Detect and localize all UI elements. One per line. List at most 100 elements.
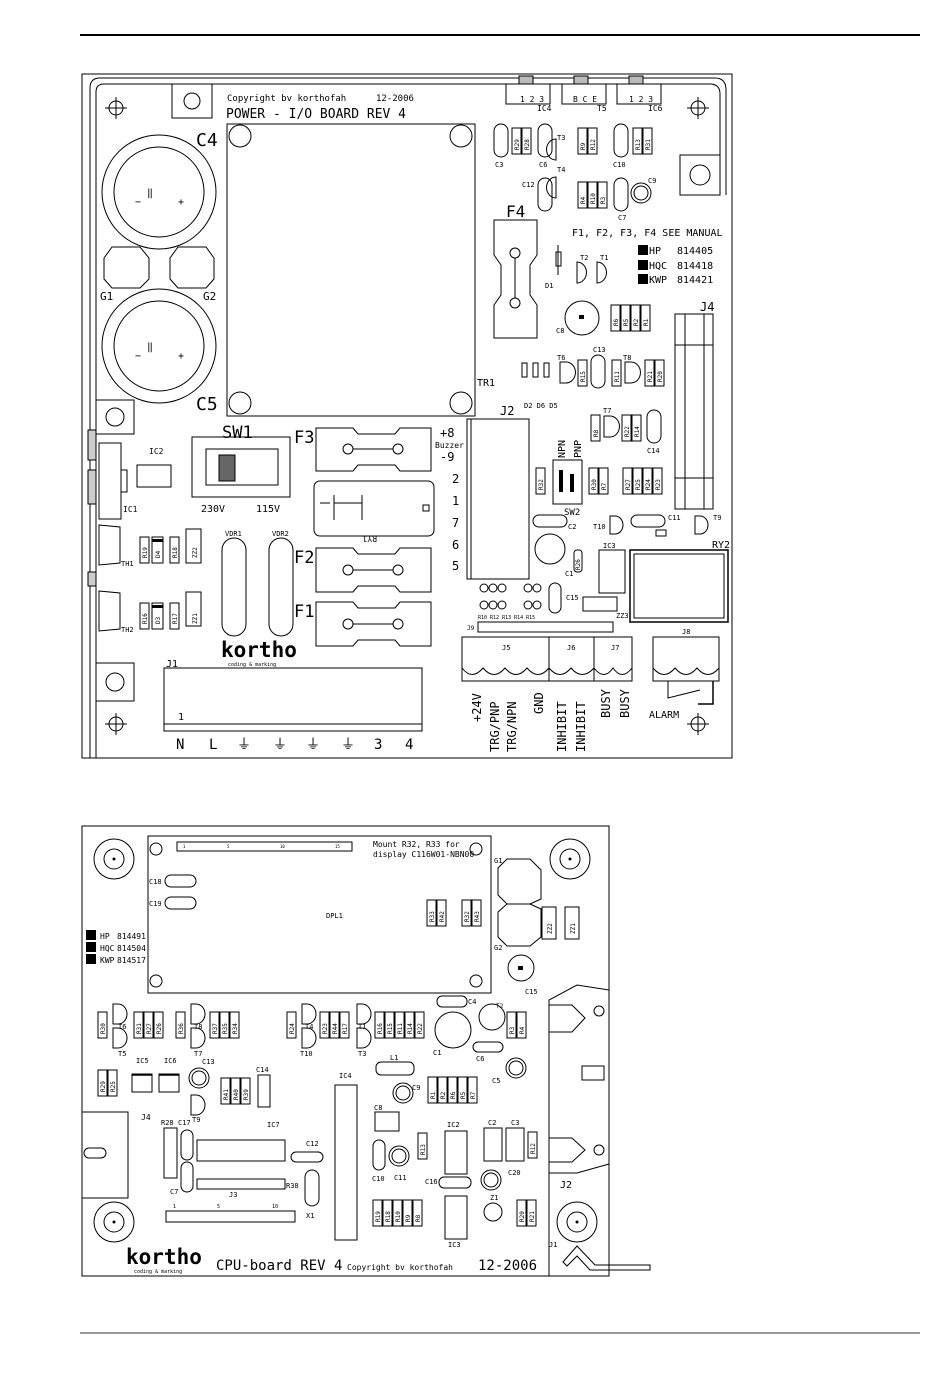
svg-text:F4: F4 xyxy=(506,202,525,221)
svg-text:R15: R15 xyxy=(580,371,587,382)
svg-text:D1: D1 xyxy=(545,282,553,290)
svg-text:R8: R8 xyxy=(593,429,600,437)
svg-text:2: 2 xyxy=(452,472,459,486)
ic1: IC1 xyxy=(98,442,138,520)
svg-text:R44: R44 xyxy=(332,1023,339,1034)
svg-text:R24: R24 xyxy=(289,1023,296,1034)
svg-text:PNP: PNP xyxy=(573,440,584,458)
edge-connector-icon xyxy=(87,571,97,587)
svg-text:R3: R3 xyxy=(600,196,607,204)
tr1-label: TR1 xyxy=(477,378,495,389)
svg-text:R42: R42 xyxy=(439,911,446,922)
svg-text:T1: T1 xyxy=(600,254,608,262)
variant-box-icon xyxy=(638,260,648,270)
svg-text:J9: J9 xyxy=(467,625,475,632)
svg-text:T2: T2 xyxy=(496,1003,504,1010)
svg-text:⏚: ⏚ xyxy=(341,737,355,753)
cpu-r13: R13 xyxy=(417,1132,428,1160)
cpu-board: 1 5 10 15 Mount R32, R33 for display C11… xyxy=(81,825,651,1277)
svg-text:TH2: TH2 xyxy=(121,626,134,634)
svg-text:C12: C12 xyxy=(522,181,535,189)
svg-text:F2: F2 xyxy=(294,548,314,568)
fuse-note: F1, F2, F3, F4 SEE MANUAL xyxy=(572,228,723,239)
svg-text:R31: R31 xyxy=(645,139,652,150)
svg-text:R13: R13 xyxy=(635,139,642,150)
svg-text:C8: C8 xyxy=(556,327,564,335)
svg-text:R38: R38 xyxy=(286,1182,299,1190)
svg-text:R19: R19 xyxy=(375,1211,382,1222)
svg-text:G2: G2 xyxy=(203,290,216,303)
svg-text:814405: 814405 xyxy=(677,246,713,257)
svg-text:10: 10 xyxy=(272,1204,278,1210)
svg-text:C16: C16 xyxy=(425,1178,438,1186)
cpu-ic7: IC7 xyxy=(196,1121,286,1162)
svg-text:1: 1 xyxy=(178,712,184,723)
mount-ring-icon xyxy=(549,838,591,880)
svg-text:R5: R5 xyxy=(460,1091,467,1099)
cpu-c16: C16 xyxy=(425,1176,472,1189)
svg-text:⏚: ⏚ xyxy=(306,737,320,753)
svg-text:C9: C9 xyxy=(648,177,656,185)
connector-ic4: 1 2 3 IC4 xyxy=(505,75,552,113)
diode-d1: D1 xyxy=(545,245,562,290)
svg-text:-9: -9 xyxy=(440,450,454,464)
svg-text:814418: 814418 xyxy=(677,261,713,272)
svg-text:HP: HP xyxy=(649,246,661,257)
transistor-group: R36 T8 T7 R37 R35 R34 xyxy=(175,1003,240,1058)
svg-text:T3: T3 xyxy=(358,1050,366,1058)
svg-text:T8: T8 xyxy=(623,354,631,362)
display-dpl1: 1 5 10 15 Mount R32, R33 for display C11… xyxy=(147,835,492,994)
svg-text:R27: R27 xyxy=(625,479,632,490)
variant-box-icon xyxy=(638,274,648,284)
c4-label: C4 xyxy=(196,130,218,151)
svg-text:C18: C18 xyxy=(149,878,162,886)
svg-text:D4: D4 xyxy=(155,550,162,558)
svg-text:T2: T2 xyxy=(580,254,588,262)
svg-text:IC3: IC3 xyxy=(448,1241,461,1249)
cpu-bottom-resistors: R19 R18 R10 R9 R8 xyxy=(372,1199,423,1227)
svg-text:R6: R6 xyxy=(613,318,620,326)
resistor-group-r6: R6 R5 R2 R1 xyxy=(610,304,651,332)
svg-text:RY2: RY2 xyxy=(712,540,730,551)
svg-text:C10: C10 xyxy=(372,1175,385,1183)
svg-text:R17: R17 xyxy=(342,1023,349,1034)
component-row-t7: R8 T7 R22 R14 C14 xyxy=(590,407,662,455)
power-board-outline xyxy=(81,73,733,759)
svg-text:T1: T1 xyxy=(358,1023,366,1031)
svg-text:J1: J1 xyxy=(166,659,178,670)
svg-text:5: 5 xyxy=(452,559,459,573)
svg-text:C20: C20 xyxy=(508,1169,521,1177)
cpu-ic2: IC2 xyxy=(444,1121,468,1175)
cpu-ic3: IC3 xyxy=(444,1195,468,1249)
svg-text:C8: C8 xyxy=(374,1104,382,1112)
svg-text:R29: R29 xyxy=(100,1081,107,1092)
svg-text:R10: R10 xyxy=(590,193,597,204)
svg-text:TRG/NPN: TRG/NPN xyxy=(505,701,519,752)
svg-text:1: 1 xyxy=(452,494,459,508)
svg-text:INHIBIT: INHIBIT xyxy=(555,701,569,752)
component-row-top: C3 R29 R28 C6 T3 R9 R12 C10 R13 R31 xyxy=(493,123,653,169)
alarm-label: ALARM xyxy=(649,710,679,721)
transistor-group: R24 T4 T10 R23 R44 R17 xyxy=(286,1003,350,1058)
svg-text:ZZ3: ZZ3 xyxy=(616,612,629,620)
varistor-vdr1: VDR1 xyxy=(221,530,247,637)
svg-text:IC4: IC4 xyxy=(537,104,552,113)
cpu-c11: C11 xyxy=(388,1145,410,1182)
heatsink-pad-icon xyxy=(95,662,135,702)
svg-text:R10 R12 R13 R14 R15: R10 R12 R13 R14 R15 xyxy=(478,615,535,621)
svg-text:C2: C2 xyxy=(488,1119,496,1127)
svg-text:SW2: SW2 xyxy=(564,508,580,518)
svg-text:C2: C2 xyxy=(568,523,576,531)
svg-text:J3: J3 xyxy=(229,1191,237,1199)
svg-text:R14: R14 xyxy=(407,1023,414,1034)
cpu-c5: C5 xyxy=(492,1057,527,1085)
variant-box-icon xyxy=(86,942,96,952)
svg-text:4: 4 xyxy=(405,737,413,753)
svg-text:814491: 814491 xyxy=(117,932,146,941)
svg-text:R7: R7 xyxy=(601,482,608,490)
cpu-c12: C12 xyxy=(290,1140,324,1163)
cpu-ic6: IC6 xyxy=(158,1057,180,1093)
fuse-f3: F3 xyxy=(294,427,432,472)
svg-text:HP: HP xyxy=(100,932,110,941)
